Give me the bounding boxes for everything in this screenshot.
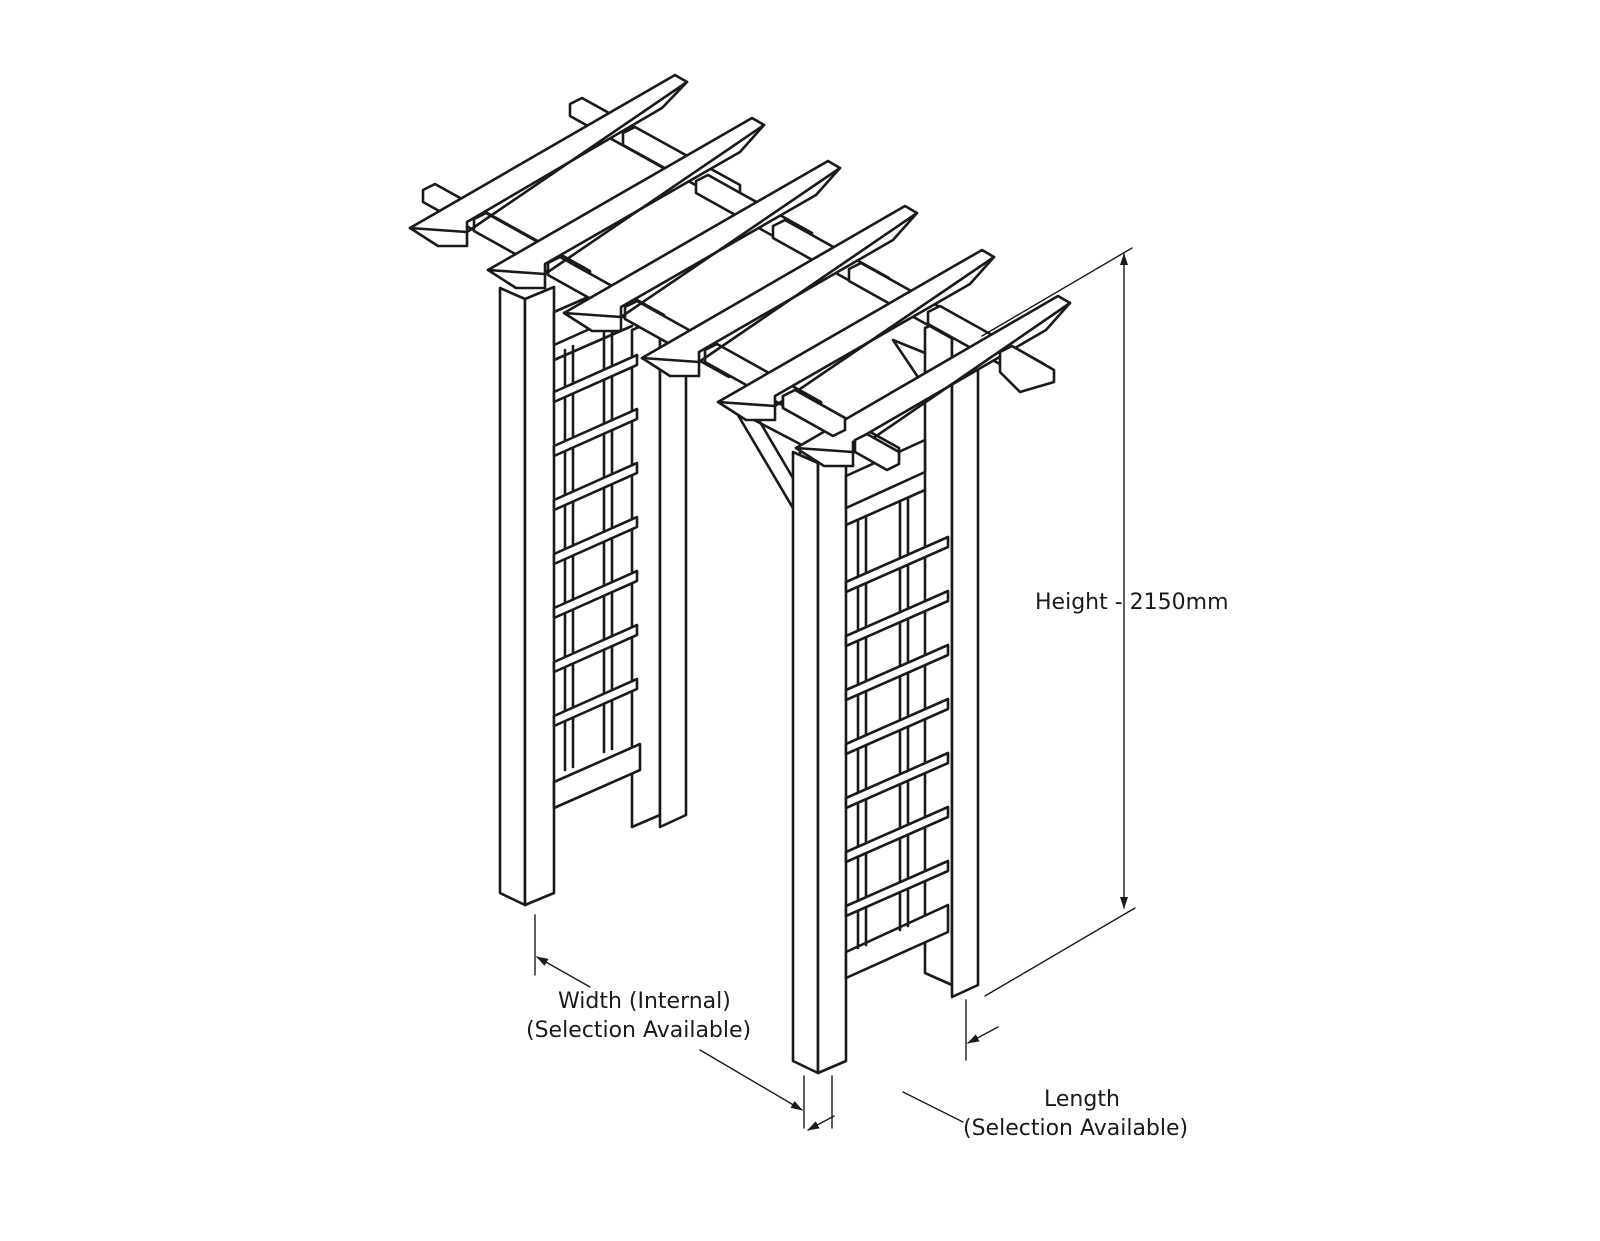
left-side-frame: [498, 276, 688, 907]
roof: [408, 73, 1072, 472]
height-label: Height - 2150mm: [1035, 590, 1229, 615]
corner-bracket: [733, 408, 802, 522]
left-front-post: [498, 286, 527, 907]
left-bottom-rail: [552, 742, 642, 810]
height-dimension: Height - 2150mm: [981, 247, 1229, 997]
length-dimension-line: [967, 1026, 999, 1044]
right-trellis-slats: [844, 535, 950, 918]
width-dimension: Width (Internal) (Selection Available): [526, 914, 805, 1129]
left-trellis-slats: [552, 353, 639, 728]
length-dimension: Length (Selection Available): [807, 999, 1188, 1141]
right-side-frame: [733, 314, 980, 1075]
right-front-post: [791, 450, 820, 1075]
right-bottom-rail: [844, 903, 950, 980]
width-label-line1: Width (Internal): [558, 989, 731, 1014]
width-dimension-line: [536, 956, 591, 988]
roof-top-beams: [408, 73, 1072, 468]
width-label-line2: (Selection Available): [526, 1018, 751, 1043]
length-label-line2: (Selection Available): [963, 1116, 1188, 1141]
length-label-line1: Length: [1044, 1087, 1120, 1112]
